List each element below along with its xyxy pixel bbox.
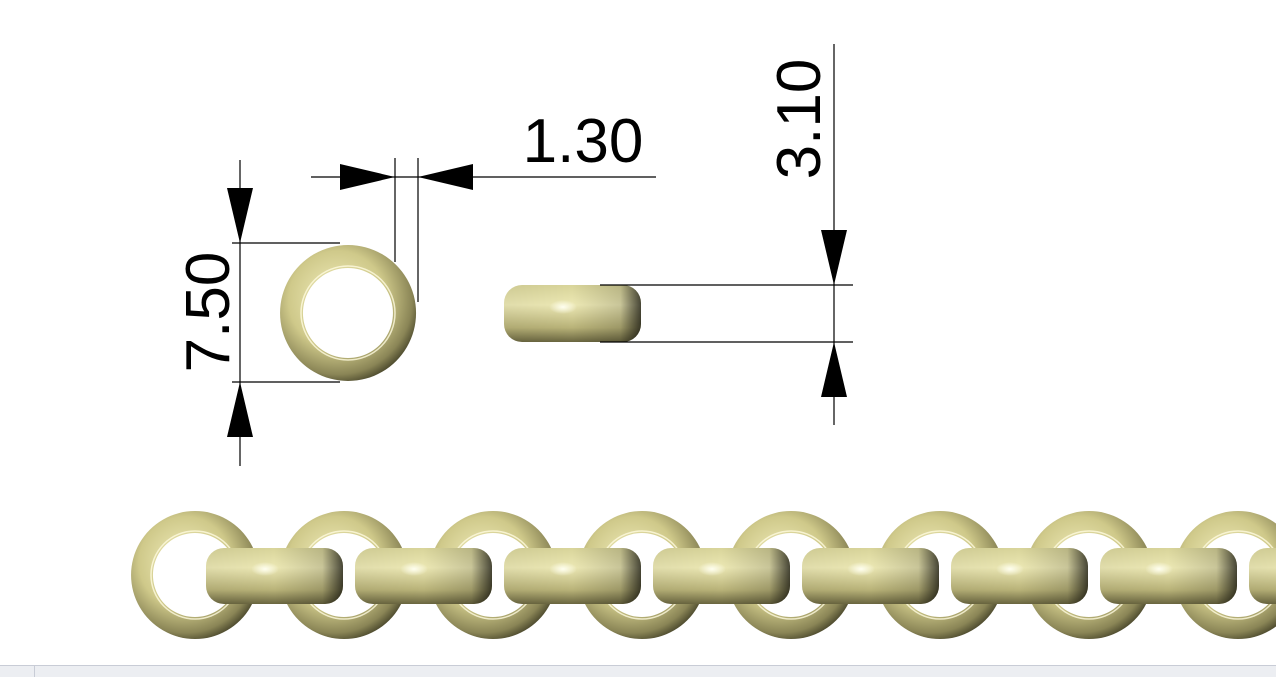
status-separator: [34, 666, 35, 677]
dimension-label-link-height: 3.10: [765, 59, 834, 180]
chain-link-side: [802, 548, 939, 604]
status-bar: [0, 665, 1276, 677]
arrow-down-icon: [227, 188, 253, 243]
arrow-down-icon: [821, 230, 847, 285]
chain-link-side: [206, 548, 343, 604]
ring-side-view: [504, 285, 641, 342]
dimension-label-wire-thickness: 1.30: [523, 107, 644, 176]
dimension-wire-thickness: [311, 158, 656, 302]
chain-assembly-view: [131, 511, 1276, 639]
dimension-link-height: [600, 44, 853, 425]
dimension-label-outer-diameter: 7.50: [174, 252, 243, 373]
ring-front-view: [280, 245, 417, 381]
chain-link-side: [1249, 548, 1276, 604]
arrow-right-icon: [340, 164, 395, 190]
chain-link-side: [504, 548, 641, 604]
chain-link-side: [653, 548, 790, 604]
arrow-up-icon: [227, 382, 253, 437]
chain-link-side: [355, 548, 492, 604]
chain-link-side: [1100, 548, 1237, 604]
arrow-up-icon: [821, 342, 847, 397]
arrow-left-icon: [418, 164, 473, 190]
chain-link-side: [951, 548, 1088, 604]
dimension-outer-diameter: [227, 160, 340, 466]
